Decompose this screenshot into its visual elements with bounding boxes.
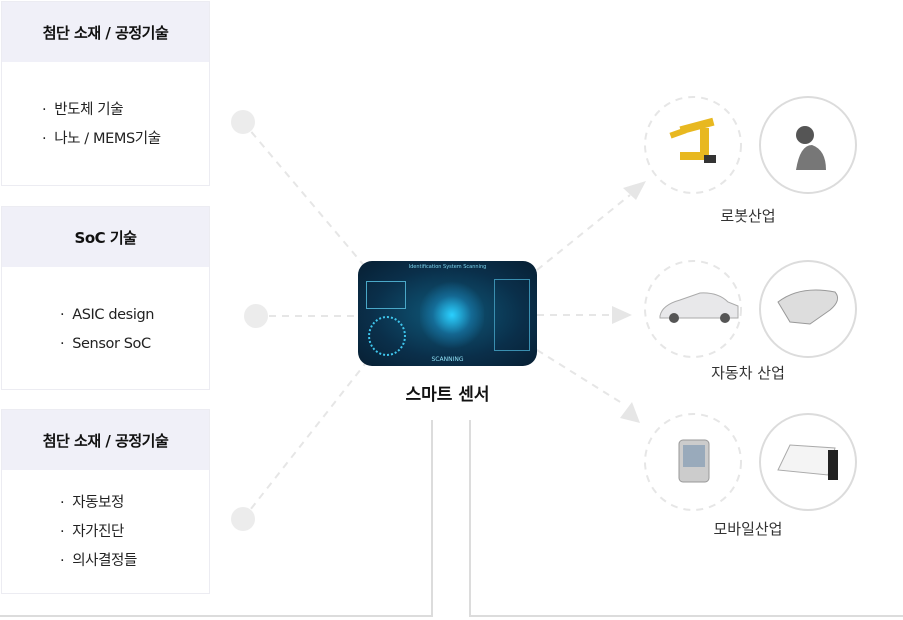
connector-line — [242, 121, 373, 276]
robot-arm-icon — [669, 117, 716, 163]
industry-label-mobile: 모바일산업 — [713, 520, 783, 538]
arrow-icon — [620, 402, 640, 423]
id-card-icon — [366, 281, 406, 309]
dashed-circle — [644, 96, 742, 194]
node-dot — [231, 507, 255, 531]
box-item-list: 자동보정 자가진단 의사결정들 — [60, 489, 137, 576]
arrow-icon — [623, 181, 646, 200]
concept-car-icon — [777, 289, 839, 325]
box-title: 첨단 소재 / 공정기술 — [2, 410, 209, 470]
industry-label-automotive: 자동차 산업 — [711, 364, 785, 382]
box-item-list: 반도체 기술 나노 / MEMS기술 — [42, 96, 161, 154]
center-label: 스마트 센서 — [405, 385, 490, 405]
connector-line — [242, 354, 373, 520]
connector-line — [536, 349, 626, 406]
connector-line — [536, 194, 631, 271]
dashed-circle — [644, 413, 742, 511]
list-item: 자동보정 — [60, 489, 137, 518]
node-dot — [244, 304, 268, 328]
list-item: 반도체 기술 — [42, 96, 161, 125]
image-status: SCANNING — [431, 356, 464, 363]
arrow-icon — [612, 306, 632, 324]
node-dot — [231, 110, 255, 134]
dashed-circle — [644, 260, 742, 358]
smart-sensor-image: Identification System Scanning SCANNING — [358, 261, 537, 366]
list-item: 의사결정들 — [60, 547, 137, 576]
bottom-line — [0, 420, 433, 617]
solid-circle — [759, 96, 857, 194]
tech-box-process: 첨단 소재 / 공정기술 자동보정 자가진단 의사결정들 — [1, 409, 210, 594]
list-item: ASIC design — [60, 301, 154, 330]
box-title: SoC 기술 — [2, 207, 209, 267]
list-item: 나노 / MEMS기술 — [42, 125, 161, 154]
box-item-list: ASIC design Sensor SoC — [60, 301, 154, 359]
mobile-phone-icon — [678, 439, 710, 483]
fingerprint-icon — [368, 316, 406, 356]
car-icon — [659, 292, 739, 323]
tech-box-soc: SoC 기술 ASIC design Sensor SoC — [1, 206, 210, 390]
humanoid-robot-icon — [796, 126, 826, 170]
list-item: Sensor SoC — [60, 330, 154, 359]
industry-label-robot: 로봇산업 — [720, 207, 776, 225]
box-title: 첨단 소재 / 공정기술 — [2, 2, 209, 62]
hand-scan-icon — [420, 279, 484, 351]
tech-box-materials: 첨단 소재 / 공정기술 반도체 기술 나노 / MEMS기술 — [1, 1, 210, 186]
list-item: 자가진단 — [60, 518, 137, 547]
scan-panel — [494, 279, 530, 351]
tablet-device-icon — [777, 444, 838, 480]
bottom-line — [469, 420, 903, 617]
image-title: Identification System Scanning — [408, 264, 487, 270]
